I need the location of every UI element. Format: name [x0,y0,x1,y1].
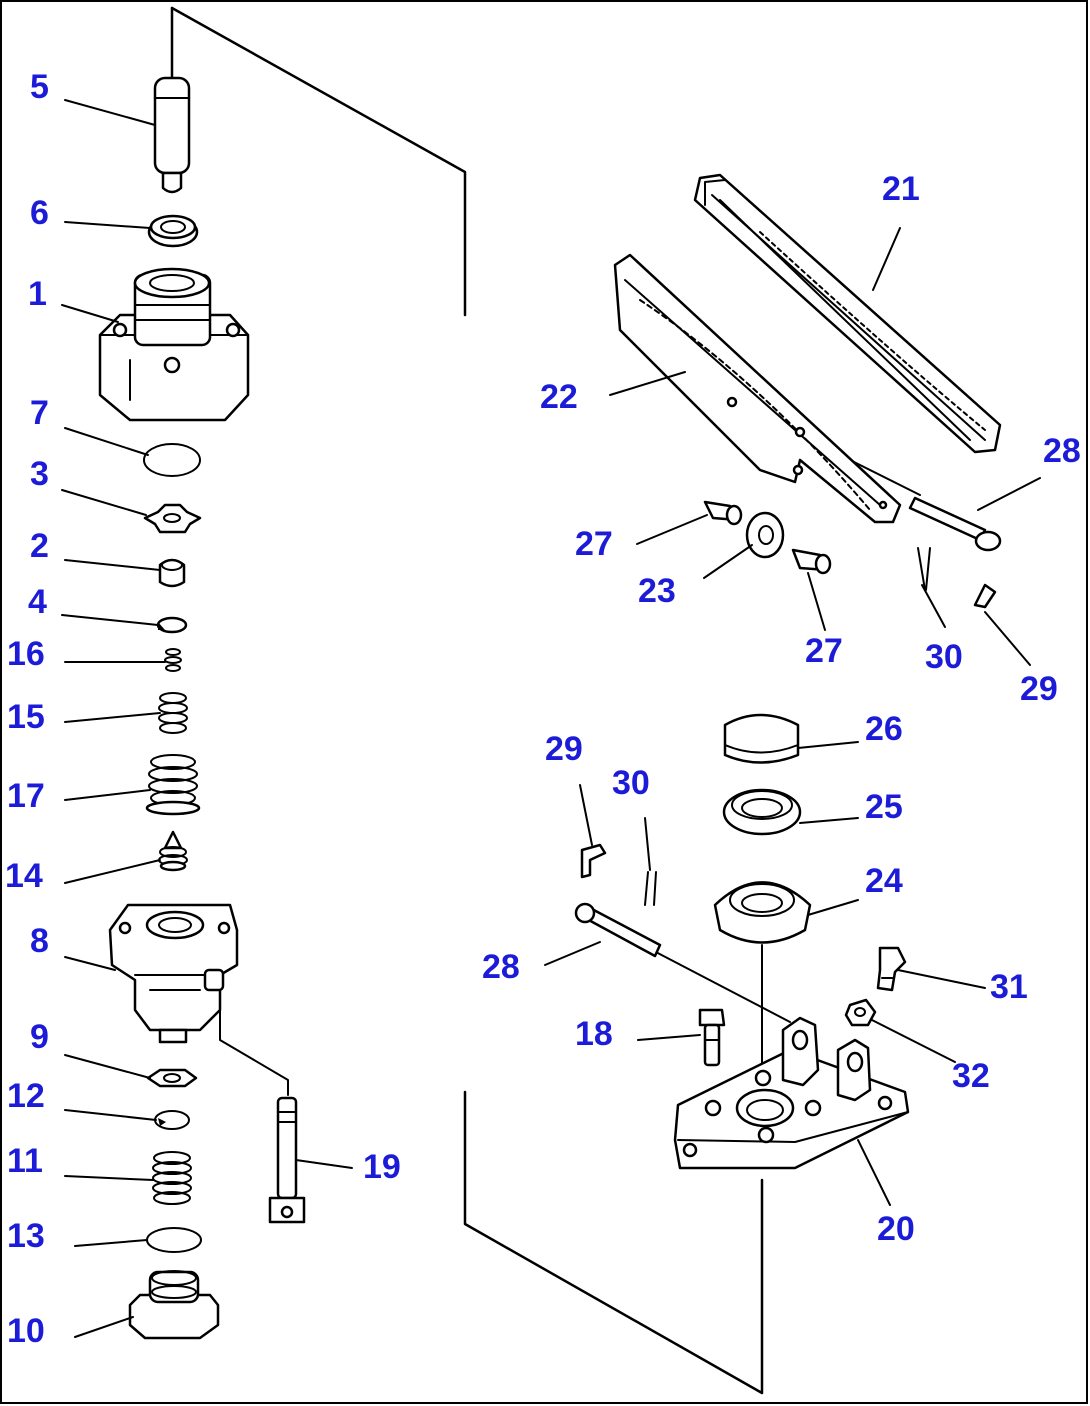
label-15: 15 [7,698,45,736]
part-8-lower-body [108,903,239,1044]
label-5: 5 [30,68,49,106]
part-28-pin-upper [908,496,1002,552]
part-26-cap [723,713,800,764]
part-27-bushing-left [703,500,743,526]
part-29-clip-lower [580,843,607,879]
label-3: 3 [30,455,49,493]
label-25: 25 [865,788,903,826]
label-30-upper: 30 [925,638,963,676]
part-28-pin-lower [574,902,662,958]
label-4: 4 [28,583,47,621]
label-20: 20 [877,1210,915,1248]
part-18-bolt [698,1008,726,1067]
label-9: 9 [30,1018,49,1056]
label-28-lower: 28 [482,948,520,986]
part-2-retainer [158,558,186,588]
label-21: 21 [882,170,920,208]
part-30-cotter-pin-upper [917,547,931,591]
part-29-clip-upper [973,583,997,609]
part-21-pedal [693,173,1002,454]
part-30-cotter-pin-lower [644,871,657,906]
part-25-seal [722,788,802,836]
part-27-bushing-right [791,548,832,575]
label-14: 14 [5,857,43,895]
part-1-valve-body [98,267,250,422]
part-15-spring [158,692,188,734]
part-5-pin [153,76,191,194]
label-13: 13 [7,1217,45,1255]
part-10-cap [128,1270,220,1340]
label-30-lower: 30 [612,764,650,802]
label-12: 12 [7,1077,45,1115]
label-27-right: 27 [805,632,843,670]
label-29-lower: 29 [545,730,583,768]
label-17: 17 [7,777,45,815]
part-4-clip [156,616,188,634]
part-labels: 5 6 1 7 3 2 4 16 15 17 14 8 9 12 11 13 1… [5,68,1081,1350]
part-14-plug [158,830,188,872]
part-24-bearing [713,881,812,944]
part-16-small-spring [164,648,182,672]
label-6: 6 [30,194,49,232]
label-8: 8 [30,922,49,960]
label-31: 31 [990,968,1028,1006]
part-22-pedal-arm [613,253,902,524]
part-19-bolt [268,1096,306,1224]
assembly-lines [170,6,921,1395]
label-29-upper: 29 [1020,670,1058,708]
leader-lines [61,99,1041,1338]
label-1: 1 [28,275,47,313]
part-20-base-plate [673,1016,910,1170]
label-22: 22 [540,378,578,416]
label-11: 11 [7,1142,43,1180]
label-2: 2 [30,527,49,565]
part-9-washer [146,1068,198,1088]
part-3-washer [143,503,202,534]
label-28-upper: 28 [1043,432,1081,470]
label-18: 18 [575,1015,613,1053]
label-26: 26 [865,710,903,748]
label-27-left: 27 [575,525,613,563]
part-17-large-spring [145,754,201,816]
part-6-ring [147,214,199,248]
part-12-snap-ring [154,1110,190,1130]
label-7: 7 [30,394,49,432]
label-19: 19 [363,1148,401,1186]
part-7-o-ring [143,443,201,477]
label-32: 32 [952,1057,990,1095]
part-32-nut [844,998,877,1027]
part-31-fitting [876,946,907,992]
part-23-roller [745,511,785,559]
label-23: 23 [638,572,676,610]
label-24: 24 [865,862,903,900]
part-13-o-ring [146,1227,202,1253]
label-10: 10 [7,1312,45,1350]
part-11-spring [152,1151,192,1205]
label-16: 16 [7,635,45,673]
